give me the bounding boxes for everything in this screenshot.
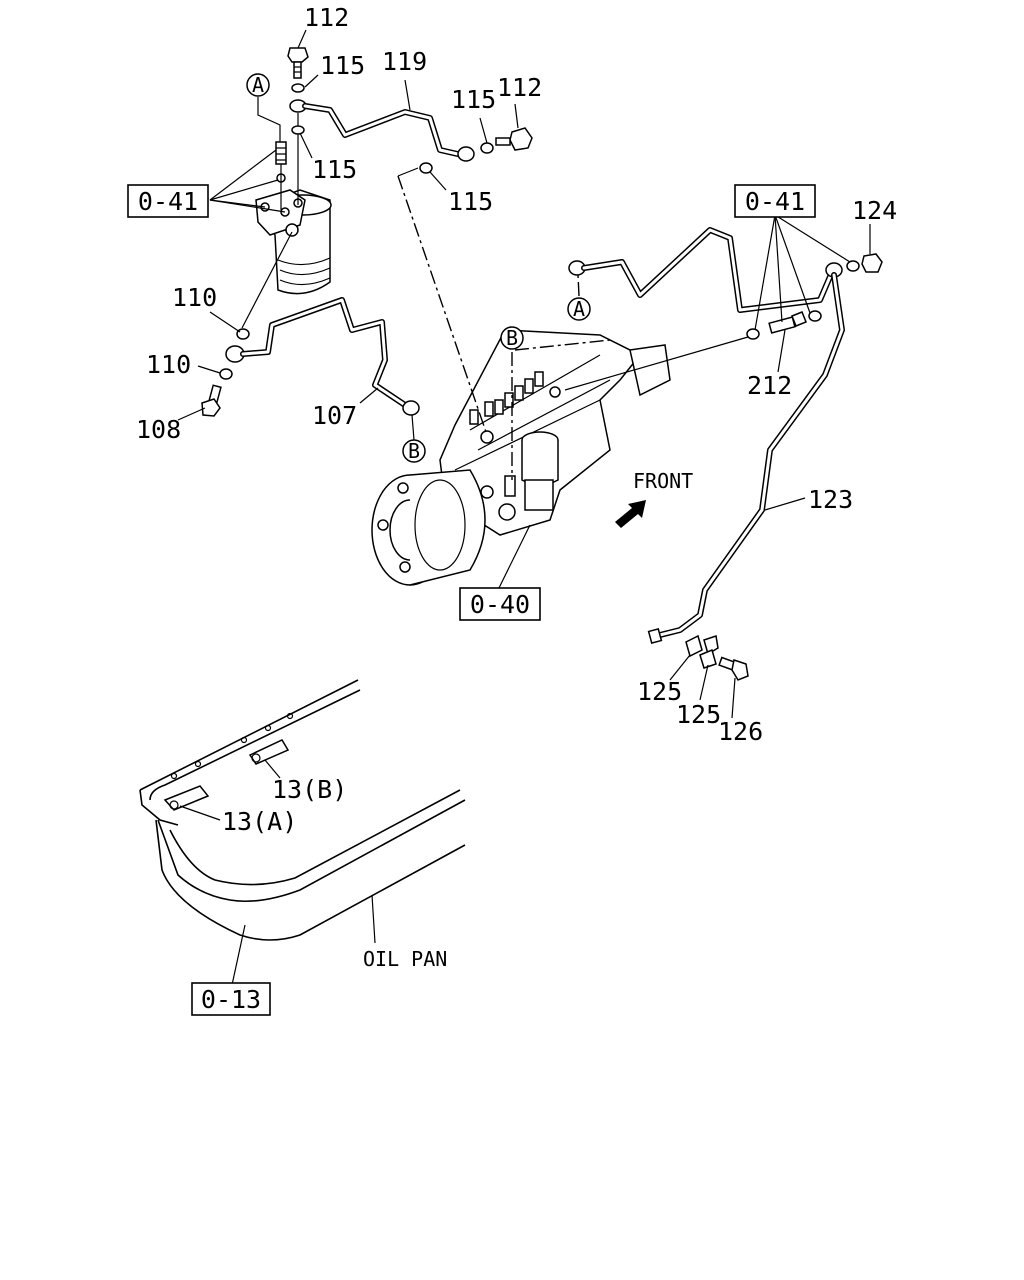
label-124: 124 [852, 196, 897, 225]
bolt-126 [718, 656, 749, 681]
label-107: 107 [312, 401, 357, 430]
callout-a-top: A [246, 73, 270, 97]
washer-124 [846, 260, 860, 272]
label-115-mid: 115 [312, 155, 357, 184]
callout-b-mid: B [402, 439, 426, 463]
fitting-212 [768, 311, 807, 334]
ref-box-040-text: 0-40 [470, 590, 530, 619]
bolt-112-top [287, 47, 309, 79]
callout-a-mid-text: A [573, 297, 585, 321]
front-label: FRONT [633, 469, 693, 493]
label-119: 119 [382, 47, 427, 76]
bolt-112-right [495, 127, 533, 151]
callout-b-top: B [500, 326, 524, 350]
ref-box-041-right[interactable]: 0-41 [734, 184, 816, 218]
label-112-right: 112 [497, 73, 542, 102]
oil-pan-label: OIL PAN [363, 947, 447, 971]
label-112-top: 112 [304, 3, 349, 32]
eye-fitting-top [289, 99, 307, 135]
callout-a-mid: A [567, 297, 591, 321]
label-13a: 13(A) [222, 807, 297, 836]
label-110-lower: 110 [146, 350, 191, 379]
washer-115-top [291, 83, 305, 93]
washer-115-lower [419, 162, 433, 174]
label-108: 108 [136, 415, 181, 444]
label-212: 212 [747, 371, 792, 400]
pipe-107 [225, 297, 420, 416]
oil-filter [255, 113, 332, 295]
washer-110-lower [219, 368, 233, 380]
part-labels: 112 115 119 115 112 115 115 124 110 110 … [136, 3, 897, 836]
pipe-119 [302, 103, 475, 162]
ref-box-041-right-text: 0-41 [745, 187, 805, 216]
ref-box-013[interactable]: 0-13 [191, 982, 271, 1016]
label-115-top: 115 [320, 51, 365, 80]
ref-box-013-text: 0-13 [201, 985, 261, 1014]
label-123: 123 [808, 485, 853, 514]
leader-lines [177, 29, 871, 986]
injection-pump [371, 329, 671, 586]
label-125-a: 125 [637, 677, 682, 706]
label-115-lower: 115 [448, 187, 493, 216]
pipe-123 [647, 272, 845, 645]
washers-041-right [746, 310, 822, 340]
callout-b-top-text: B [506, 326, 518, 350]
label-115-right: 115 [451, 85, 496, 114]
label-126: 126 [718, 717, 763, 746]
ref-box-041-left-text: 0-41 [138, 187, 198, 216]
callout-b-mid-text: B [408, 439, 420, 463]
label-13b: 13(B) [272, 775, 347, 804]
oil-pan [139, 679, 466, 941]
arrow-northeast-icon [615, 500, 646, 528]
nut-124 [861, 253, 883, 273]
bolt-108 [201, 384, 222, 417]
washer-115-right [480, 142, 494, 154]
pipe-upper-right [568, 227, 843, 313]
ref-box-040[interactable]: 0-40 [459, 587, 541, 621]
callout-a-top-text: A [252, 73, 264, 97]
label-125-b: 125 [676, 700, 721, 729]
label-110-upper: 110 [172, 283, 217, 312]
ref-box-041-left[interactable]: 0-41 [127, 184, 209, 218]
clips-125 [685, 634, 719, 669]
